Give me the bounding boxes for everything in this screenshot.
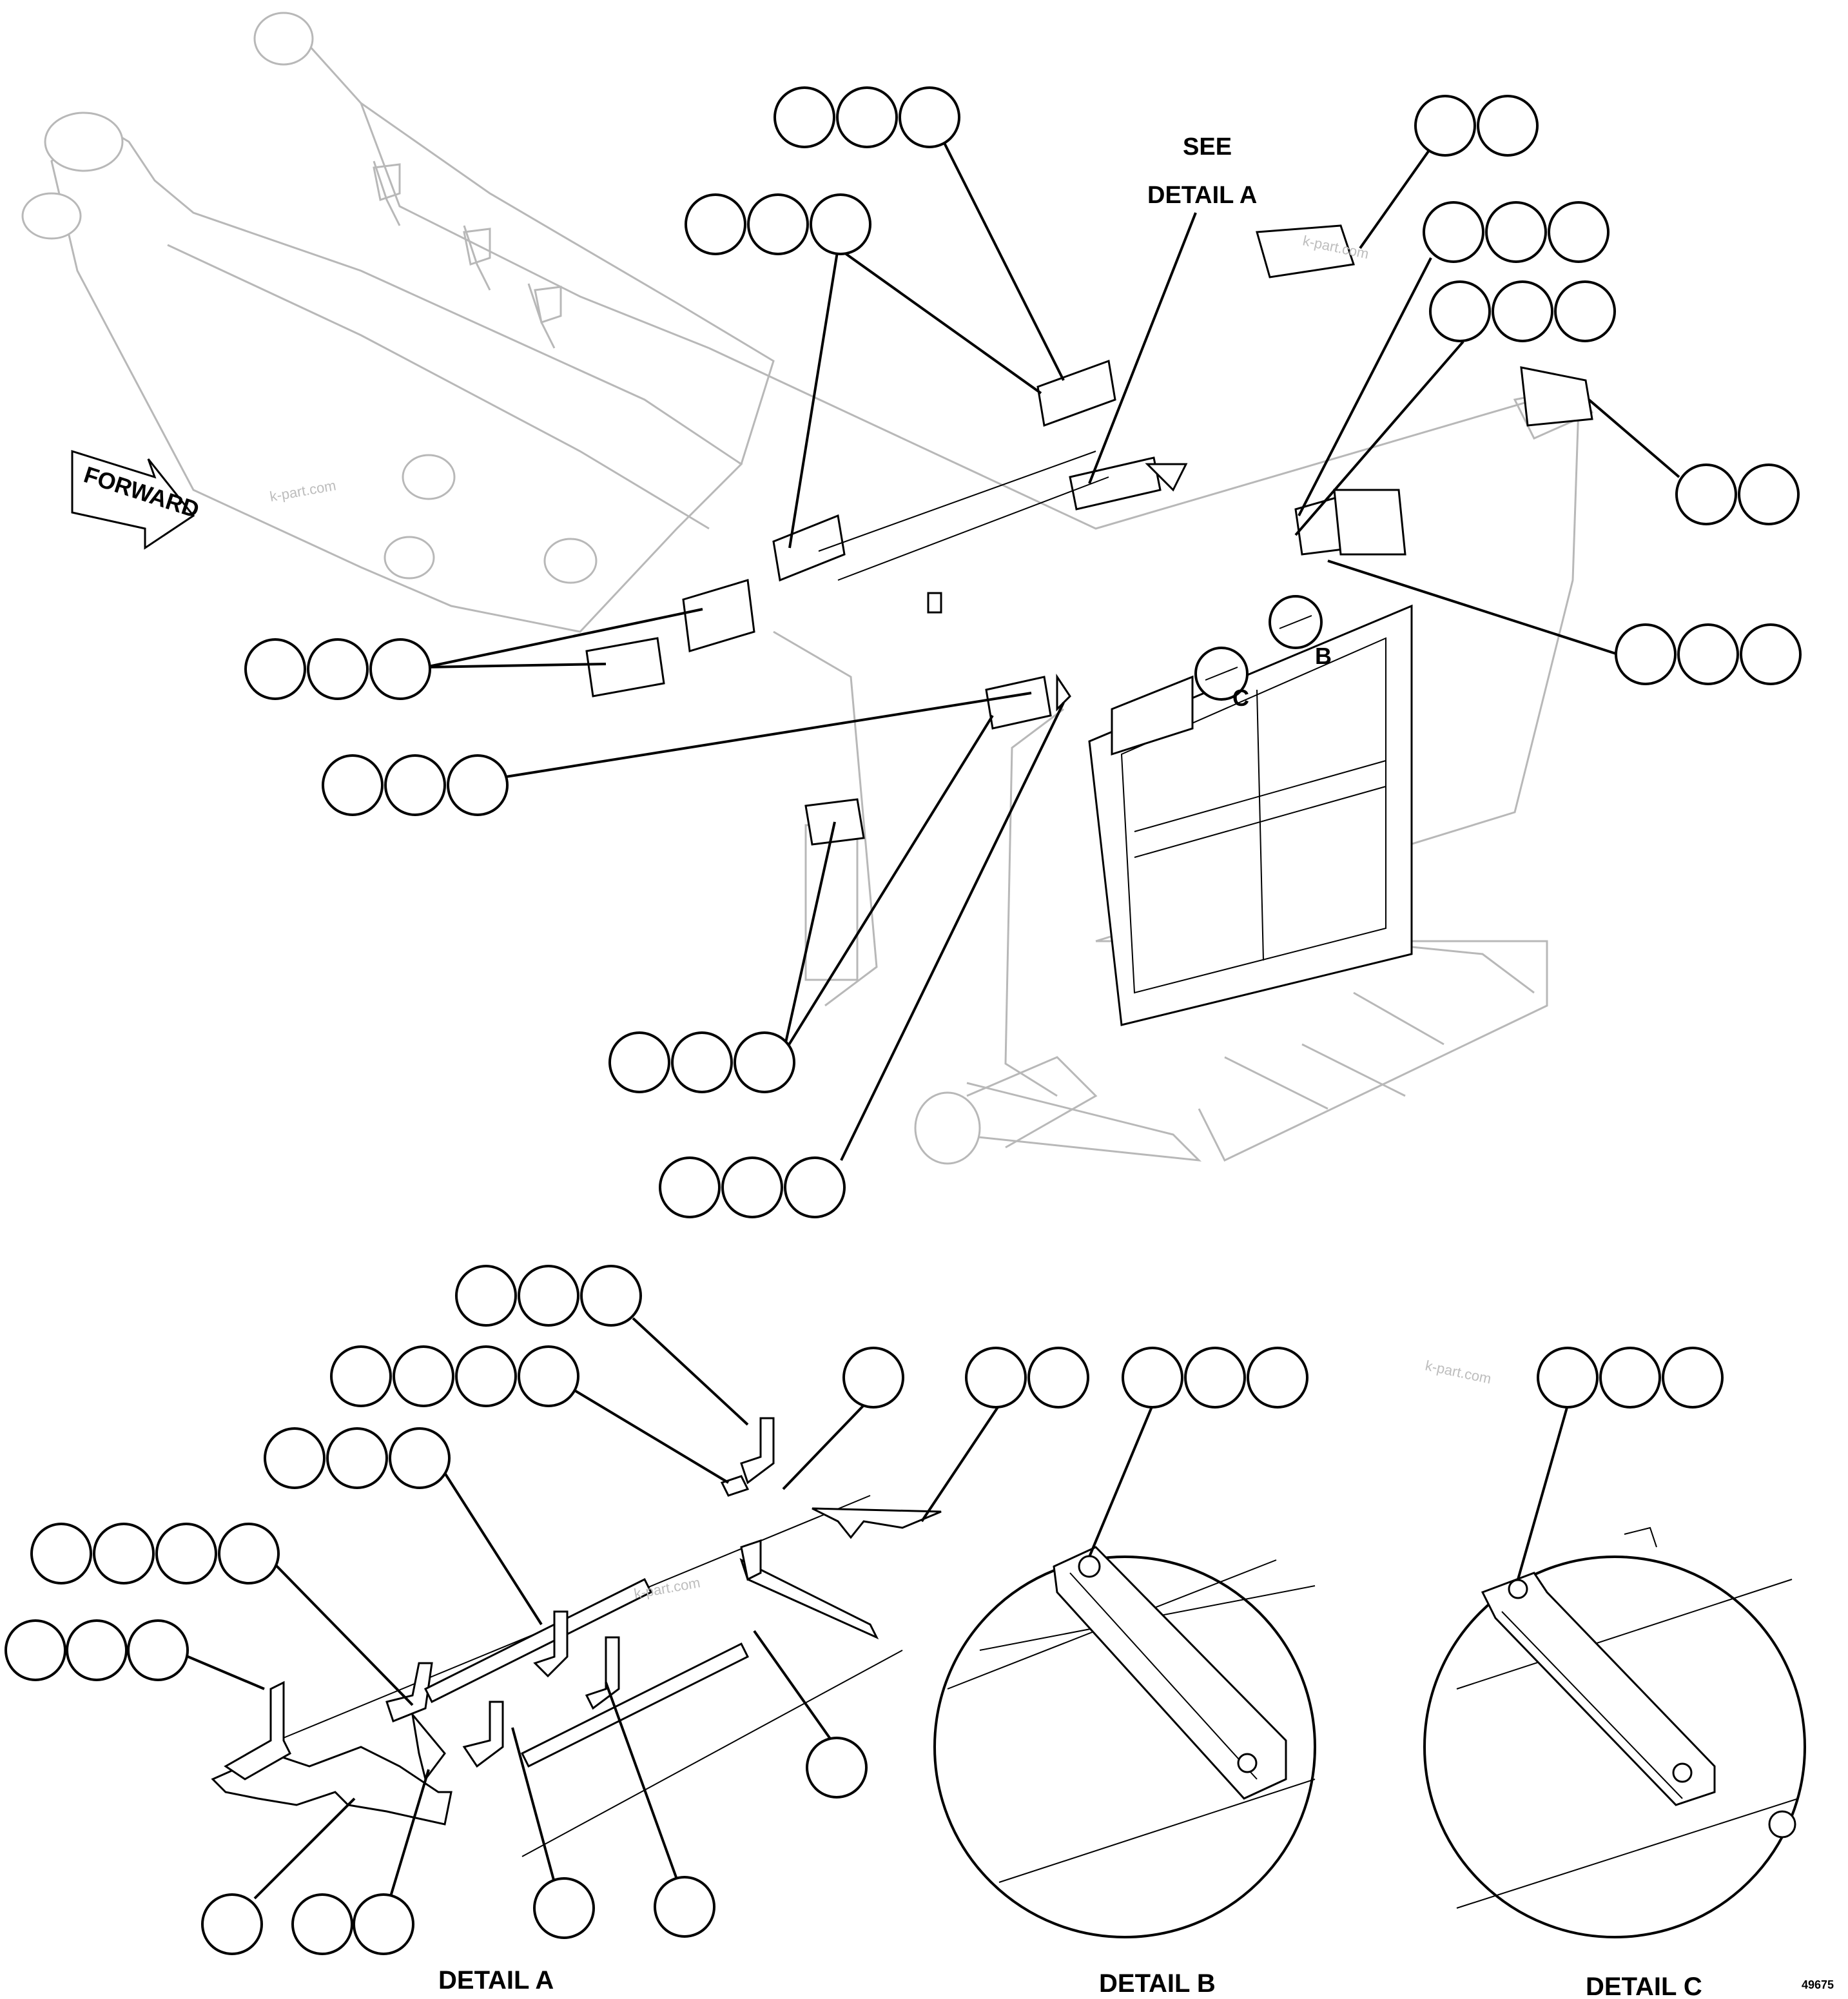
balloon [384,754,446,816]
forward-arrow: FORWARD [71,449,202,550]
balloon [1599,1347,1661,1409]
balloon [784,1156,846,1218]
balloon [1537,1347,1599,1409]
balloon [1662,1347,1724,1409]
callout-b-label: B [1315,643,1332,669]
balloon [455,1265,517,1327]
balloon [322,754,384,816]
watermark: k-part.com [633,1574,702,1602]
balloon [842,1347,904,1409]
balloon [307,638,369,700]
balloon [1414,95,1476,157]
balloon [244,638,306,700]
detail-a-drawing [211,1417,942,1857]
balloon [201,1893,263,1955]
balloon [1027,1347,1089,1409]
balloon [654,1876,715,1938]
balloon [1184,1347,1246,1409]
balloon [353,1893,414,1955]
balloon [93,1523,155,1585]
detail-b-caption: DETAIL B [1099,1969,1216,1998]
balloon [747,193,809,255]
detail-callouts: B C [1194,595,1332,711]
balloon [773,86,835,148]
balloon [806,1737,868,1799]
balloon [1485,201,1547,263]
balloon [1247,1347,1308,1409]
balloon [671,1031,733,1093]
balloon [1122,1347,1183,1409]
balloon [1615,623,1677,685]
balloon [218,1523,280,1585]
balloon [66,1619,128,1681]
balloon [1429,280,1491,342]
watermark: k-part.com [1424,1357,1493,1387]
balloon [685,193,746,255]
balloon [389,1427,451,1489]
balloon [1477,95,1539,157]
figure-number: 49675 [1802,1978,1834,1991]
balloon [30,1523,92,1585]
balloon [264,1427,326,1489]
leader-lines [180,117,1680,1900]
balloon [1738,463,1800,525]
balloon [836,86,898,148]
balloon [1492,280,1553,342]
balloon [659,1156,721,1218]
balloon [810,193,871,255]
balloon [721,1156,783,1218]
callout-balloons [5,86,1802,1955]
balloon [5,1619,66,1681]
balloon [326,1427,388,1489]
balloon [1740,623,1802,685]
balloon [518,1345,579,1407]
detail-c-drawing [1423,1526,1806,1938]
balloon [734,1031,795,1093]
balloon [580,1265,642,1327]
watermark: k-part.com [269,477,338,505]
balloon [533,1877,595,1939]
see-label: SEE [1183,133,1232,161]
balloon [291,1893,353,1955]
balloon [127,1619,189,1681]
balloon [393,1345,454,1407]
balloon [965,1347,1027,1409]
detail-a-caption: DETAIL A [438,1966,554,1994]
detail-b-drawing [933,1546,1316,1938]
main-frame-ghost [21,12,1594,1165]
balloon [447,754,509,816]
balloon [155,1523,217,1585]
radiator-frame [1088,604,1413,1026]
balloon [1554,280,1616,342]
see-detail-a-label: DETAIL A [1147,182,1257,209]
balloon [330,1345,392,1407]
balloon [1677,623,1739,685]
balloon [455,1345,517,1407]
callout-c-label: C [1232,685,1249,711]
balloon [1423,201,1484,263]
balloon [369,638,431,700]
balloon [608,1031,670,1093]
balloon [1548,201,1610,263]
balloon [1675,463,1737,525]
balloon [899,86,960,148]
balloon [518,1265,579,1327]
detail-c-caption: DETAIL C [1586,1973,1702,1999]
